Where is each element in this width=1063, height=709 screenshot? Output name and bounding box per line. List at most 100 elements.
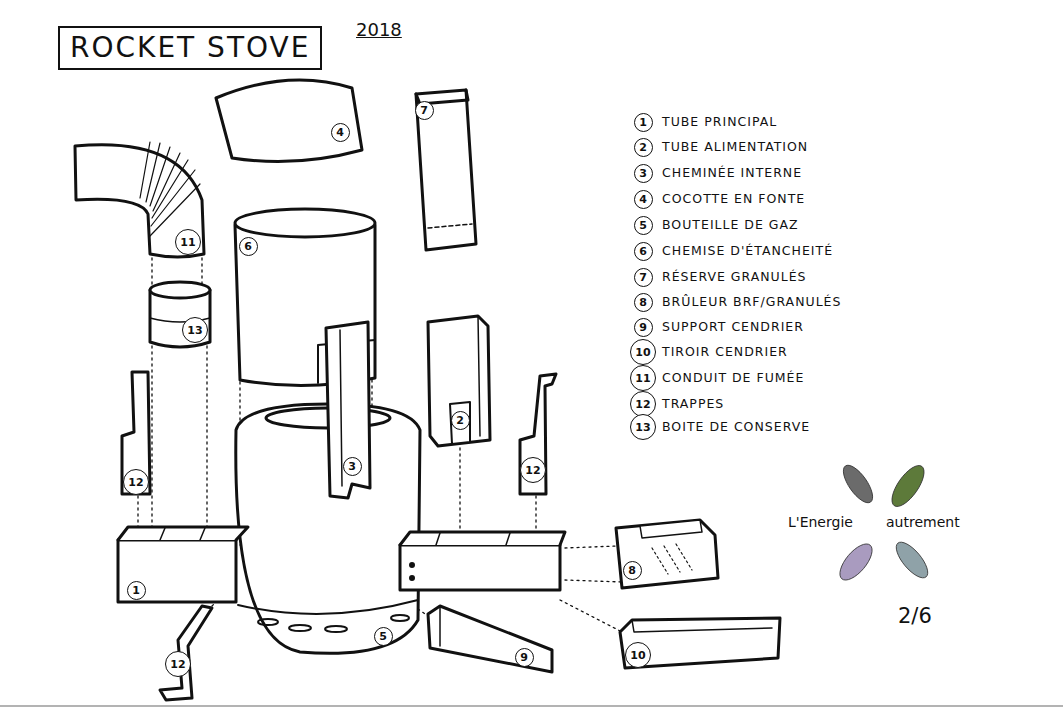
legend-text: CHEMISE D'ÉTANCHEITÉ — [662, 243, 833, 258]
callout-text: 4 — [336, 127, 344, 138]
callout-number: 9 — [634, 318, 653, 337]
hatch-bracket — [520, 374, 556, 494]
sleeve-rim — [235, 209, 375, 237]
burner-lip — [640, 520, 702, 538]
callout-number: 1 — [634, 113, 653, 132]
callout-text: 6 — [244, 241, 252, 252]
tin-can-rim — [150, 282, 210, 298]
callout-number: 12 — [165, 651, 191, 677]
legend-text: CHEMINÉE INTERNE — [662, 165, 802, 180]
callout-number: 12 — [123, 469, 149, 495]
feed-tube-top — [400, 532, 565, 545]
callout-text: 2 — [639, 142, 647, 153]
chute-tab — [450, 402, 470, 444]
legend-text: RÉSERVE GRANULÉS — [662, 269, 807, 284]
callout-text: 1 — [132, 585, 140, 596]
legend-text: TUBE PRINCIPAL — [662, 114, 777, 129]
page-number: 2/6 — [898, 604, 932, 628]
callout-text: 9 — [520, 652, 528, 663]
legend-text: RÉSERVE GRANULÉS — [662, 270, 807, 284]
callout-text: 13 — [187, 325, 202, 336]
page-edge — [0, 705, 1063, 707]
chimney-edge — [340, 330, 342, 486]
callout-number: 8 — [634, 293, 653, 312]
legend-text: TRAPPES — [662, 397, 724, 411]
logo-text: autrement — [886, 514, 960, 530]
feed-tube-seam — [436, 533, 510, 545]
rivet — [411, 564, 414, 567]
logo-text: autrement — [886, 514, 960, 530]
logo-text: L'Energie — [788, 514, 853, 530]
year: 2018 — [356, 20, 402, 41]
callout-text: 11 — [635, 373, 650, 384]
callout-number: 5 — [634, 216, 653, 235]
gas-bottle-foot — [238, 600, 418, 614]
callout-number: 11 — [175, 229, 201, 255]
callout-number: 4 — [634, 190, 653, 209]
legend-text: BRÛLEUR BRF/GRANULÉS — [662, 295, 841, 309]
callout-number: 10 — [625, 642, 651, 668]
legend-text: COCOTTE EN FONTE — [662, 192, 805, 206]
drawer-inner — [632, 620, 772, 632]
callout-number: 3 — [343, 457, 362, 476]
ash-drawer — [620, 618, 780, 668]
logo-text: L'Energie — [788, 514, 853, 530]
callout-text: 1 — [639, 117, 647, 128]
chute-edge — [478, 316, 480, 436]
callout-text: 12 — [128, 477, 143, 488]
callout-text: 13 — [635, 422, 650, 433]
inner-chimney — [326, 322, 370, 498]
callout-number: 2 — [634, 138, 653, 157]
legend-text: SUPPORT CENDRIER — [662, 320, 804, 334]
callout-number: 13 — [630, 414, 656, 440]
legend-text: TIROIR CENDRIER — [662, 345, 788, 359]
hatch-bracket — [122, 372, 150, 494]
legend-text: CONDUIT DE FUMÉE — [662, 370, 804, 385]
callout-number: 12 — [520, 457, 546, 483]
main-tube-seam — [160, 528, 205, 540]
callout-text: 11 — [180, 237, 195, 248]
callout-text: 10 — [635, 347, 650, 358]
callout-text: 12 — [635, 399, 650, 410]
callout-text: 7 — [420, 105, 428, 116]
legend-text: SUPPORT CENDRIER — [662, 319, 804, 334]
rivet — [411, 577, 414, 580]
callout-text: 4 — [639, 194, 647, 205]
callout-text: 9 — [639, 322, 647, 333]
callout-number: 10 — [630, 339, 656, 365]
feed-tube — [400, 545, 560, 590]
callout-text: 5 — [639, 220, 647, 231]
callout-text: 8 — [628, 565, 636, 576]
callout-number: 1 — [127, 581, 146, 600]
burner-holes — [652, 544, 692, 574]
callout-text: 7 — [639, 272, 647, 283]
pellet-hopper — [416, 90, 476, 250]
callout-number: 13 — [182, 317, 208, 343]
page-number: 2/6 — [898, 604, 932, 628]
flexible-flue — [75, 145, 204, 257]
callout-number: 8 — [623, 561, 642, 580]
callout-number: 6 — [634, 242, 653, 261]
feed-chute — [428, 316, 490, 446]
cast-iron-pot — [216, 80, 362, 162]
legend-text: COCOTTE EN FONTE — [662, 191, 805, 206]
flue-corrugation — [140, 142, 200, 236]
legend-text: TUBE ALIMENTATION — [662, 139, 808, 154]
callout-text: 12 — [170, 659, 185, 670]
callout-number: 7 — [415, 101, 434, 120]
legend-text: BOUTEILLE DE GAZ — [662, 218, 799, 232]
hopper-hidden-edge — [428, 224, 472, 228]
callout-number: 9 — [515, 648, 534, 667]
title-box: ROCKET STOVE — [58, 26, 322, 70]
callout-text: 12 — [525, 465, 540, 476]
title-text: ROCKET STOVE — [70, 31, 310, 64]
callout-text: 2 — [456, 415, 464, 426]
legend-text: CHEMISE D'ÉTANCHEITÉ — [662, 244, 833, 258]
callout-number: 7 — [634, 268, 653, 287]
callout-number: 11 — [630, 365, 656, 391]
legend-text: BOITE DE CONSERVE — [662, 419, 810, 434]
callout-text: 5 — [379, 631, 387, 642]
legend-text: CONDUIT DE FUMÉE — [662, 371, 804, 385]
